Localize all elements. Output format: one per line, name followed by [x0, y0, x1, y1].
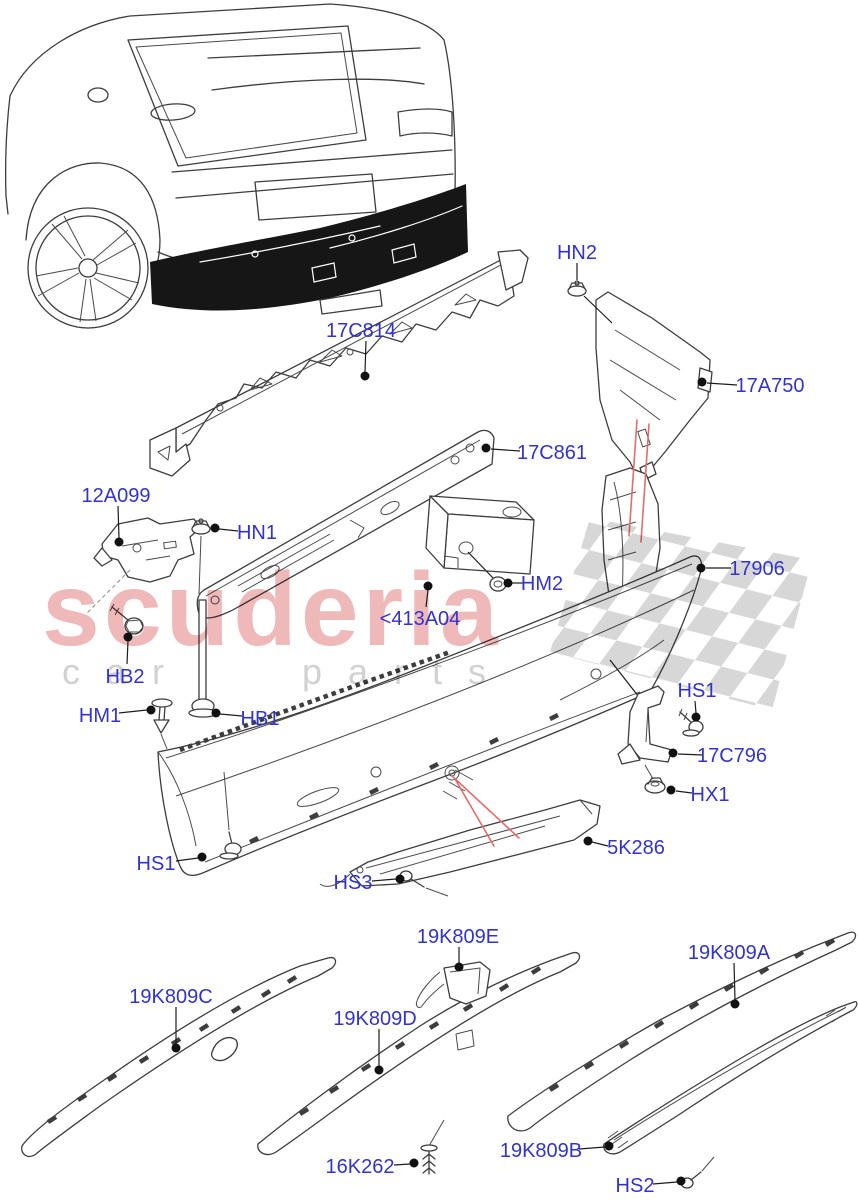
- callout-17C814: 17C814: [326, 320, 396, 381]
- part-code-HS2[interactable]: HS2: [616, 1175, 655, 1197]
- part-code-5K286[interactable]: 5K286: [607, 837, 665, 859]
- callout-HS3: HS3: [334, 872, 405, 894]
- part-code-19K809A[interactable]: 19K809A: [688, 942, 771, 964]
- part-19K809D-drawing: [257, 951, 581, 1156]
- part-code-17A750[interactable]: 17A750: [736, 375, 805, 397]
- part-code-17C814[interactable]: 17C814: [326, 320, 396, 342]
- fastener-HX1-nut: [644, 777, 666, 794]
- watermark-brand-text: scuderia: [42, 552, 502, 668]
- part-code-HS1[interactable]: HS1: [678, 680, 717, 702]
- callout-HS2: HS2: [616, 1175, 686, 1197]
- part-19K809A-drawing: [507, 931, 857, 1132]
- callout-HS1-left: HS1: [137, 852, 207, 875]
- callout-19K809B: 19K809B: [500, 1140, 614, 1162]
- fastener-HB2-bolt: [109, 603, 144, 635]
- callout-HN1: HN1: [210, 522, 277, 544]
- callout-HN2: HN2: [557, 242, 597, 280]
- callout-12A099: 12A099: [82, 485, 151, 547]
- fastener-HS1-left-screw: [219, 771, 242, 860]
- callout-17906: 17906: [696, 558, 785, 580]
- checkered-flag-watermark: [550, 518, 812, 710]
- callout-17A750: 17A750: [697, 375, 805, 397]
- part-code-12A099[interactable]: 12A099: [82, 485, 151, 507]
- part-code-HN1[interactable]: HN1: [237, 522, 277, 544]
- part-code-17C796[interactable]: 17C796: [697, 745, 767, 767]
- part-17C861-drawing: [196, 429, 495, 619]
- part-code-HM2[interactable]: HM2: [521, 573, 563, 595]
- callout-HB1: HB1: [211, 708, 280, 730]
- watermark: scuderia car parts: [42, 518, 812, 710]
- vehicle-rear-illustration: [4, 3, 468, 329]
- part-code-19K809D[interactable]: 19K809D: [333, 1008, 416, 1030]
- part-code-413A04[interactable]: <413A04: [380, 608, 461, 630]
- fastener-16K262-clip: [420, 1119, 445, 1175]
- part-413A04-drawing: [425, 495, 535, 575]
- part-code-HB2[interactable]: HB2: [106, 666, 145, 688]
- callout-17C861: 17C861: [481, 442, 587, 464]
- fastener-HB1-bolt: [188, 599, 218, 718]
- part-17A750-drawing: [595, 291, 713, 481]
- part-17C814-drawing: [149, 249, 529, 477]
- callout-19K809D: 19K809D: [333, 1008, 417, 1075]
- fastener-HN1-nut: [191, 518, 211, 595]
- part-code-HB1[interactable]: HB1: [241, 708, 280, 730]
- fastener-HM1-clip: [151, 698, 173, 750]
- part-code-17906[interactable]: 17906: [729, 558, 785, 580]
- part-code-17C861[interactable]: 17C861: [517, 442, 587, 464]
- callout-16K262: 16K262: [326, 1156, 419, 1178]
- part-code-HS1[interactable]: HS1: [137, 853, 176, 875]
- part-19K809B-drawing: [603, 1000, 858, 1155]
- callout-HM1: HM1: [79, 705, 156, 727]
- callout-HS1-right: HS1: [678, 680, 717, 722]
- watermark-tagline-word1: car: [62, 651, 190, 692]
- callout-19K809C: 19K809C: [129, 986, 213, 1053]
- part-code-HM1[interactable]: HM1: [79, 705, 121, 727]
- part-5K286-drawing: [319, 799, 601, 887]
- callout-5K286: 5K286: [583, 836, 665, 859]
- callout-413A04: <413A04: [380, 581, 461, 630]
- callout-HM2: HM2: [503, 573, 563, 595]
- callout-HX1: HX1: [666, 784, 730, 806]
- part-code-HX1[interactable]: HX1: [691, 784, 730, 806]
- fastener-HS2-screw: [680, 1156, 715, 1189]
- callout-HB2: HB2: [106, 632, 145, 688]
- part-code-19K809C[interactable]: 19K809C: [129, 986, 212, 1008]
- callouts-layer: 17C814 HN2 17A750 17C861 12A099 HN1 HB2: [79, 242, 805, 1197]
- part-12A099-drawing: [85, 517, 201, 615]
- callout-17C796: 17C796: [668, 745, 767, 767]
- watermark-tagline-word2: parts: [302, 651, 512, 692]
- red-leader-lines: [451, 419, 650, 847]
- part-19K809C-drawing: [21, 956, 337, 1158]
- callout-19K809E: 19K809E: [417, 926, 499, 972]
- fastener-HN2-nut: [567, 280, 613, 324]
- fastener-HS1-right-screw: [678, 708, 704, 737]
- part-code-16K262[interactable]: 16K262: [326, 1156, 395, 1178]
- callout-19K809A: 19K809A: [688, 942, 771, 1009]
- part-code-HN2[interactable]: HN2: [557, 242, 597, 264]
- part-code-HS3[interactable]: HS3: [334, 872, 373, 894]
- part-code-19K809E[interactable]: 19K809E: [417, 926, 499, 948]
- part-code-19K809B[interactable]: 19K809B: [500, 1140, 582, 1162]
